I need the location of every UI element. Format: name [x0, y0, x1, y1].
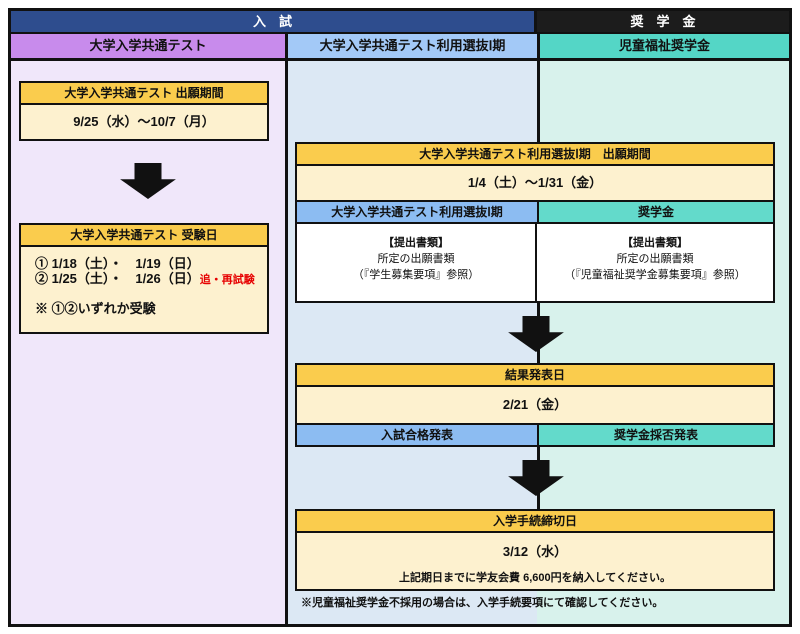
scholarship-category-header: 奨 学 金: [537, 11, 789, 32]
selection-application-title: 大学入学共通テスト利用選抜Ⅰ期 出願期間: [297, 144, 773, 166]
exam-option-2: ② 1/25（土）・ 1/26（日）追・再試験: [35, 271, 267, 288]
schedule-content: 大学入学共通テスト 出願期間 9/25（水）～10/7（月） 大学入学共通テスト…: [11, 61, 789, 624]
exam-option-2-dates: ② 1/25（土）・ 1/26（日）: [35, 271, 200, 286]
exam-choice-rule: ※ ①②いずれか受験: [35, 301, 156, 316]
common-test-exam-day-body: ① 1/18（土）・ 1/19（日） ② 1/25（土）・ 1/26（日）追・再…: [21, 247, 267, 316]
scholarship-docs-line2: （『児童福祉奨学金募集要項』参照）: [564, 269, 746, 281]
selection-docs-line2: （『学生募集要項』参照）: [352, 269, 480, 281]
common-test-column-bg: [11, 61, 288, 624]
selection-docs-line1: 所定の出願書類: [377, 253, 455, 265]
scholarship-docs-title: 【提出書類】: [622, 237, 688, 249]
selection-docs-title: 【提出書類】: [383, 237, 449, 249]
retest-note: 追・再試験: [199, 274, 255, 286]
enrollment-deadline-box: 入学手続締切日 3/12（水） 上記期日までに学友会費 6,600円を納入してく…: [295, 509, 775, 591]
selection-subheader-row: 大学入学共通テスト利用選抜Ⅰ期 奨学金: [297, 200, 773, 224]
common-test-application-period: 9/25（水）～10/7（月）: [73, 114, 215, 129]
scholarship-subheader: 奨学金: [539, 202, 773, 222]
common-test-exam-day-title: 大学入学共通テスト 受験日: [21, 225, 267, 247]
selection-application-period: 1/4（土）～1/31（金）: [467, 175, 603, 190]
category-row: 入 試 奨 学 金: [11, 11, 789, 34]
exam-option-1: ① 1/18（土）・ 1/19（日）: [35, 256, 200, 271]
results-subrow: 入試合格発表 奨学金採否発表: [297, 423, 773, 445]
col-header-selection: 大学入学共通テスト利用選抜Ⅰ期: [288, 34, 540, 58]
col-header-common-test: 大学入学共通テスト: [11, 34, 288, 58]
column-header-row: 大学入学共通テスト 大学入学共通テスト利用選抜Ⅰ期 児童福祉奨学金: [11, 34, 789, 61]
enrollment-deadline-title: 入学手続締切日: [297, 511, 773, 533]
enrollment-deadline-date: 3/12（水）: [502, 544, 568, 559]
common-test-application-title: 大学入学共通テスト 出願期間: [21, 83, 267, 105]
scholarship-footnote: ※児童福祉奨学金不採用の場合は、入学手続要項にて確認してください。: [301, 597, 664, 609]
results-box: 結果発表日 2/21（金） 入試合格発表 奨学金採否発表: [295, 363, 775, 447]
selection-subheader: 大学入学共通テスト利用選抜Ⅰ期: [297, 202, 539, 222]
scholarship-documents-cell: 【提出書類】 所定の出願書類 （『児童福祉奨学金募集要項』参照）: [537, 224, 773, 301]
scholarship-decision-announcement: 奨学金採否発表: [539, 425, 773, 445]
exam-category-header: 入 試: [11, 11, 537, 32]
common-test-application-box: 大学入学共通テスト 出願期間 9/25（水）～10/7（月）: [19, 81, 269, 141]
common-test-exam-day-box: 大学入学共通テスト 受験日 ① 1/18（土）・ 1/19（日） ② 1/25（…: [19, 223, 269, 334]
enrollment-fee-note: 上記期日までに学友会費 6,600円を納入してください。: [399, 572, 671, 584]
results-title: 結果発表日: [297, 365, 773, 387]
selection-documents-cell: 【提出書類】 所定の出願書類 （『学生募集要項』参照）: [297, 224, 537, 301]
documents-row: 【提出書類】 所定の出願書類 （『学生募集要項』参照） 【提出書類】 所定の出願…: [297, 224, 773, 301]
down-arrow-icon: [506, 460, 566, 496]
down-arrow-icon: [506, 316, 566, 352]
col-header-child-scholarship: 児童福祉奨学金: [540, 34, 789, 58]
scholarship-docs-line1: 所定の出願書類: [616, 253, 694, 265]
results-date: 2/21（金）: [502, 397, 568, 412]
schedule-diagram: 入 試 奨 学 金 大学入学共通テスト 大学入学共通テスト利用選抜Ⅰ期 児童福祉…: [8, 8, 792, 627]
down-arrow-icon: [118, 163, 178, 199]
selection-application-box: 大学入学共通テスト利用選抜Ⅰ期 出願期間 1/4（土）～1/31（金） 大学入学…: [295, 142, 775, 303]
exam-pass-announcement: 入試合格発表: [297, 425, 539, 445]
